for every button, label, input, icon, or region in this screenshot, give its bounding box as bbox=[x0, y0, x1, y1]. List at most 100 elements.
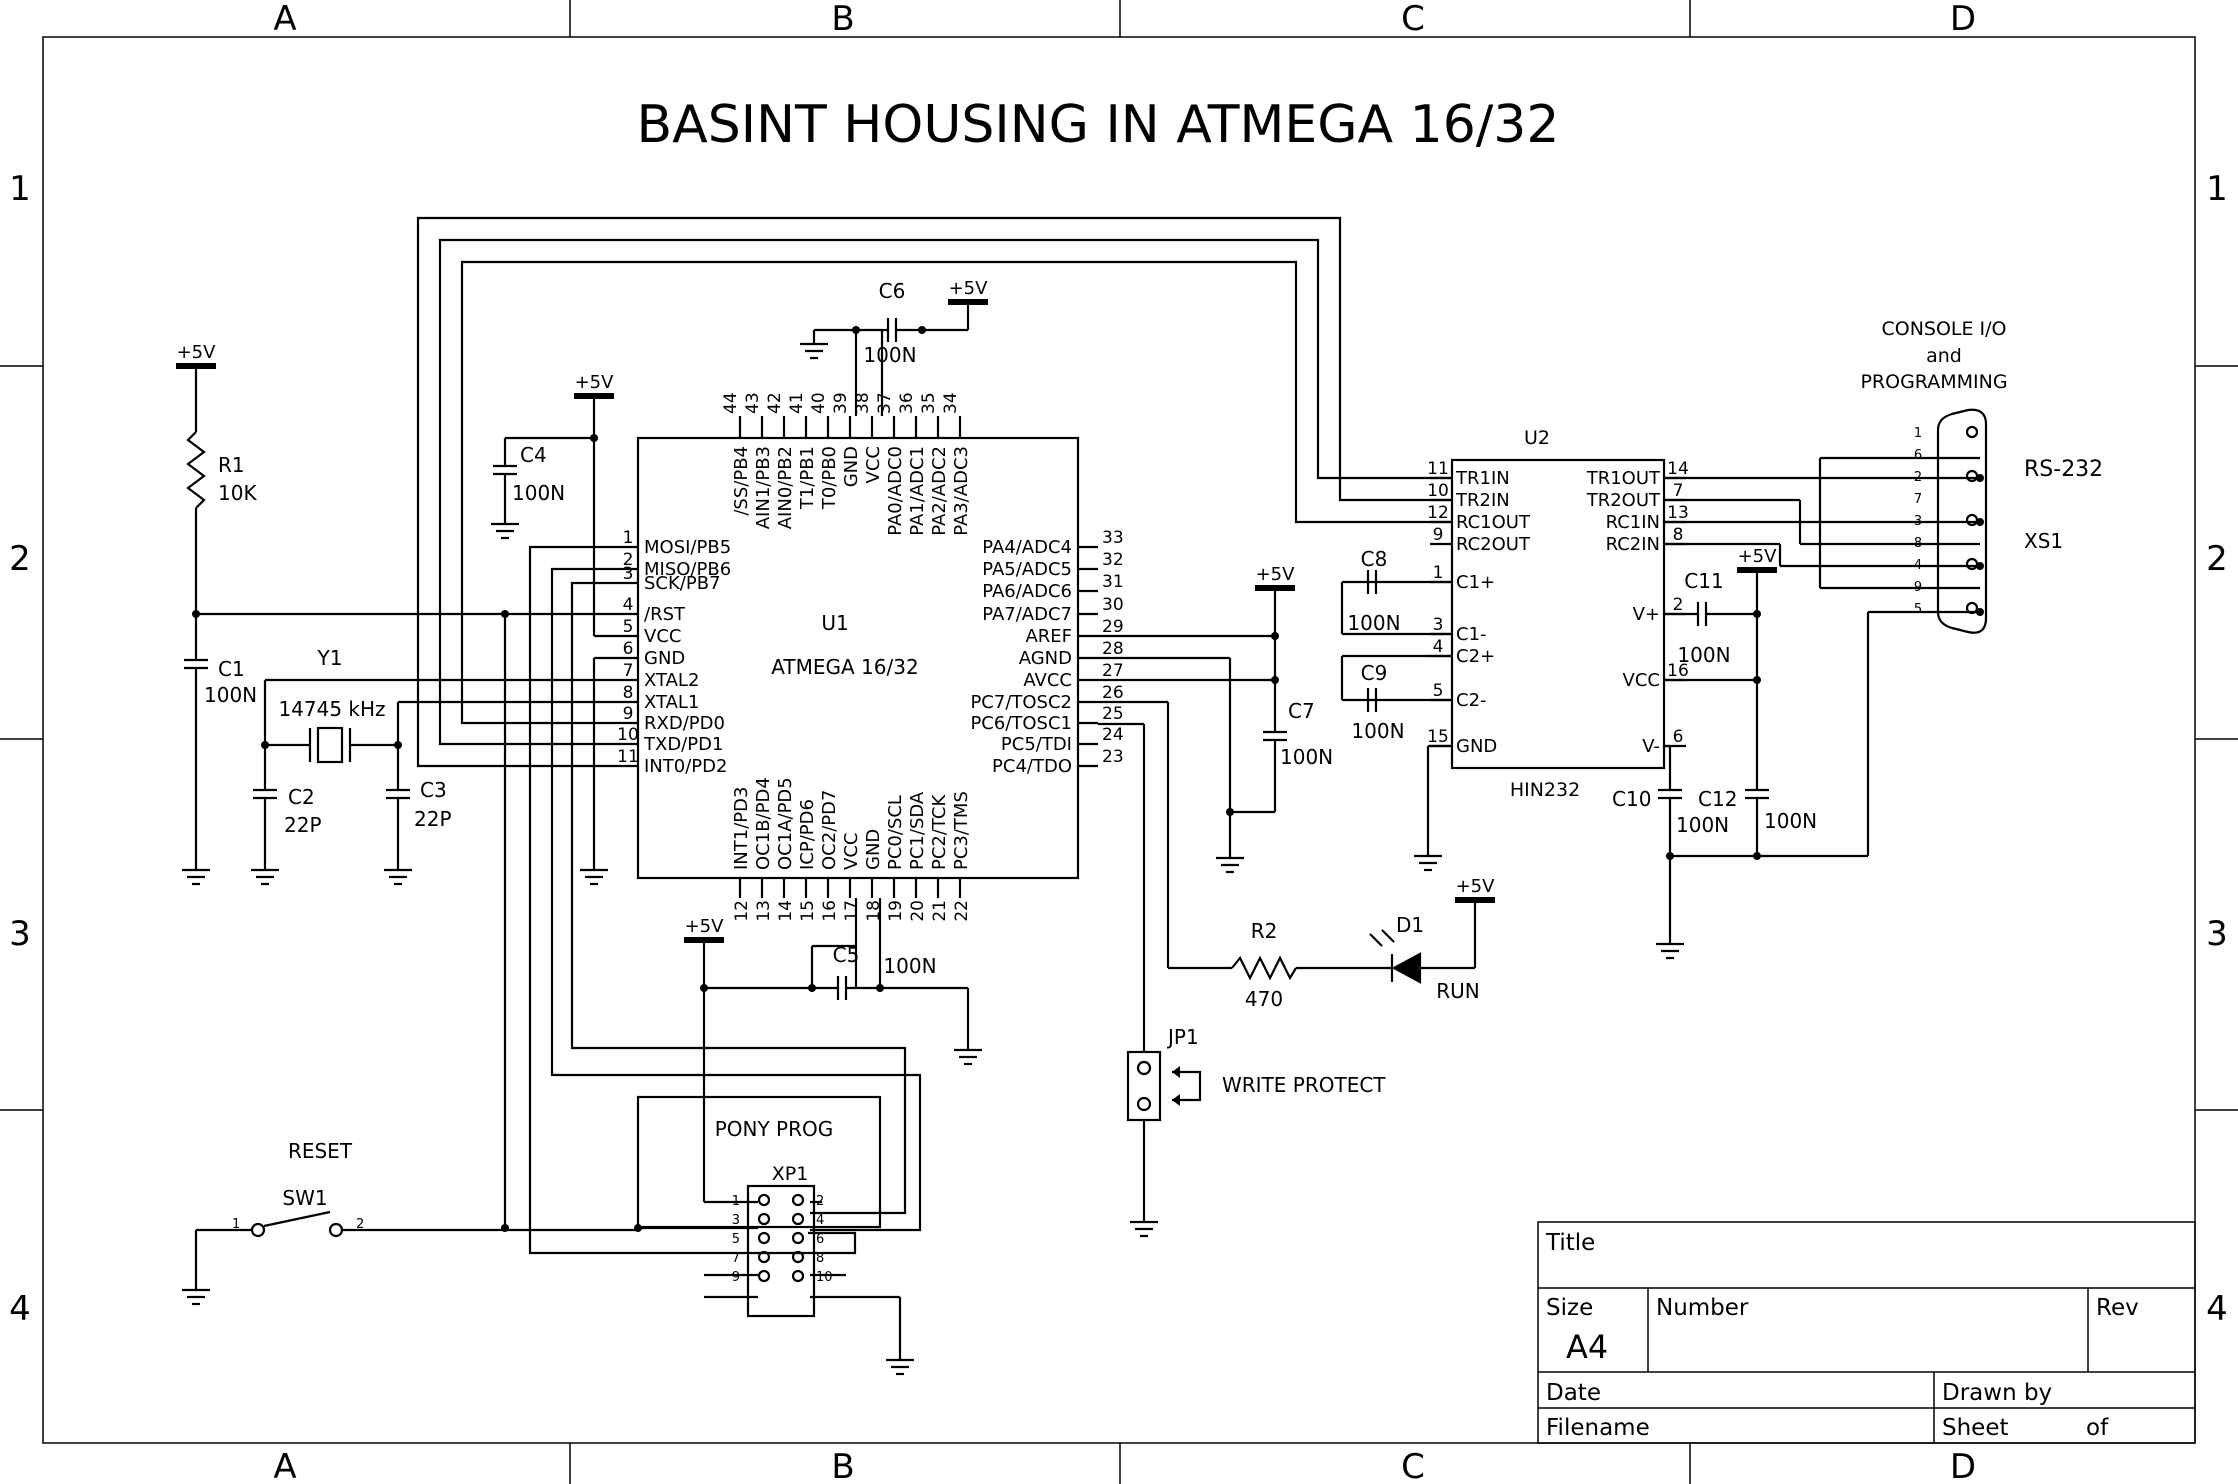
c11-power-label: +5V bbox=[1738, 546, 1778, 567]
u1-pin-number: 37 bbox=[875, 392, 895, 414]
u1-pin-name: INT1/PD3 bbox=[731, 787, 752, 870]
c7-value: 100N bbox=[1280, 745, 1333, 769]
u2-pin-name: TR2OUT bbox=[1586, 490, 1661, 511]
c12-value: 100N bbox=[1764, 809, 1817, 833]
junction-dot bbox=[1753, 852, 1761, 860]
sw1-ref: SW1 bbox=[282, 1186, 327, 1210]
d1-power-label: +5V bbox=[1456, 876, 1496, 897]
u1-pin-number: 26 bbox=[1102, 683, 1124, 703]
zone-row-2-left: 2 bbox=[9, 539, 31, 579]
zone-col-d-bottom: D bbox=[1950, 1447, 1976, 1484]
xp1-pin-number: 9 bbox=[732, 1270, 740, 1285]
u2-pin-number: 16 bbox=[1667, 661, 1689, 681]
u1-pin-name: T1/PB1 bbox=[797, 446, 818, 510]
u1-pin-name: TXD/PD1 bbox=[643, 734, 723, 755]
u2-pin-number: 13 bbox=[1667, 503, 1689, 523]
u1-ref: U1 bbox=[821, 611, 848, 635]
xs1-pin bbox=[1965, 513, 1979, 527]
xs1-pin-number: 1 bbox=[1914, 426, 1922, 441]
zone-row-1-left: 1 bbox=[9, 169, 31, 209]
junction-dot bbox=[1753, 610, 1761, 618]
u2-pin-number: 6 bbox=[1673, 727, 1684, 747]
junction-dot bbox=[261, 741, 269, 749]
u2-pin-number: 9 bbox=[1433, 525, 1444, 545]
zone-row-1-right: 1 bbox=[2206, 169, 2228, 209]
r1-ref: R1 bbox=[218, 453, 245, 477]
u1-pin-name: VCC bbox=[644, 626, 681, 647]
u2-pin-number: 4 bbox=[1433, 637, 1444, 657]
crystal-network bbox=[253, 678, 618, 870]
c2-value: 22P bbox=[284, 813, 322, 837]
junction-dot bbox=[1226, 808, 1234, 816]
xs1-pin-number: 6 bbox=[1914, 448, 1922, 463]
y1-value: 14745 kHz bbox=[278, 697, 385, 721]
zone-col-b-top: B bbox=[831, 0, 854, 39]
u1-pin-name: AREF bbox=[1025, 626, 1072, 647]
jp1-arrow-icon bbox=[1172, 1094, 1180, 1106]
u2-pin-name: C1- bbox=[1456, 624, 1487, 645]
c12-ref: C12 bbox=[1698, 787, 1737, 811]
rs232-label: RS-232 bbox=[2024, 457, 2103, 482]
xp1-pin bbox=[757, 1250, 771, 1264]
jp1-network bbox=[1098, 722, 1202, 1222]
xs1-pin-number: 9 bbox=[1914, 580, 1922, 595]
xs1-pin-number: 4 bbox=[1914, 558, 1922, 573]
zone-col-a-bottom: A bbox=[273, 1447, 296, 1484]
c4-network bbox=[493, 396, 618, 870]
junction-dot bbox=[192, 610, 200, 618]
tb-size-label: Size bbox=[1546, 1295, 1593, 1321]
u2-pin-name: RC1OUT bbox=[1456, 512, 1531, 533]
jp1-ref: JP1 bbox=[1166, 1025, 1199, 1049]
c9-value: 100N bbox=[1351, 719, 1404, 743]
u2-pin-number: 10 bbox=[1427, 481, 1449, 501]
xs1-pin-dot bbox=[1976, 608, 1984, 616]
u2-pin-name: TR1OUT bbox=[1586, 468, 1661, 489]
u1-pin-number: 35 bbox=[919, 392, 939, 414]
u1-pin-number: 20 bbox=[908, 900, 928, 922]
xp1-pin bbox=[757, 1269, 771, 1283]
xp1-pin-number: 4 bbox=[816, 1213, 824, 1228]
u1-pin-number: 36 bbox=[897, 392, 917, 414]
u2-pin-name: V+ bbox=[1633, 604, 1660, 625]
u1-pin-number: 8 bbox=[623, 683, 634, 703]
d1-ref: D1 bbox=[1396, 913, 1424, 937]
u1-pin-number: 23 bbox=[1102, 747, 1124, 767]
u2-pin-name: GND bbox=[1456, 736, 1497, 757]
zone-col-b-bottom: B bbox=[831, 1447, 854, 1484]
u2-pin-number: 7 bbox=[1673, 481, 1684, 501]
u1-pin-name: PA5/ADC5 bbox=[982, 559, 1072, 580]
u1-pin-number: 27 bbox=[1102, 661, 1124, 681]
xs1-ref: XS1 bbox=[2024, 529, 2063, 553]
u1-pin-name: GND bbox=[841, 446, 862, 487]
c6-network bbox=[812, 302, 970, 416]
u1-pin-number: 13 bbox=[754, 900, 774, 922]
console-label-line3: PROGRAMMING bbox=[1860, 371, 2007, 393]
u1-pin-name: PC0/SCL bbox=[885, 795, 906, 870]
u1-pin-number: 21 bbox=[930, 900, 950, 922]
u1-pin-name: PC5/TDI bbox=[1001, 734, 1072, 755]
zone-row-2-right: 2 bbox=[2206, 539, 2228, 579]
c3-value: 22P bbox=[414, 807, 452, 831]
zone-row-4-right: 4 bbox=[2206, 1289, 2228, 1329]
c8-value: 100N bbox=[1347, 611, 1400, 635]
u1-pin-name: OC1B/PD4 bbox=[753, 777, 774, 870]
c10-ref: C10 bbox=[1612, 787, 1651, 811]
u1-pin-name: MISO/PB6 bbox=[644, 559, 731, 580]
console-label-line1: CONSOLE I/O bbox=[1881, 318, 2006, 340]
c5-ref: C5 bbox=[833, 943, 860, 967]
xs1-pin-dot bbox=[1976, 518, 1984, 526]
junction-dot bbox=[1753, 676, 1761, 684]
u2-pin-name: TR1IN bbox=[1455, 468, 1510, 489]
aref-network bbox=[1098, 588, 1287, 858]
sw1-pin2: 2 bbox=[356, 1217, 364, 1232]
u2-pin-name: V- bbox=[1642, 736, 1660, 757]
junction-dot bbox=[501, 610, 509, 618]
c7-ref: C7 bbox=[1288, 699, 1315, 723]
xp1-pin-number: 10 bbox=[816, 1270, 833, 1285]
u1-pin-number: 42 bbox=[765, 392, 785, 414]
tb-sheet-label: Sheet bbox=[1942, 1415, 2009, 1441]
u1-pin-number: 9 bbox=[623, 704, 634, 724]
